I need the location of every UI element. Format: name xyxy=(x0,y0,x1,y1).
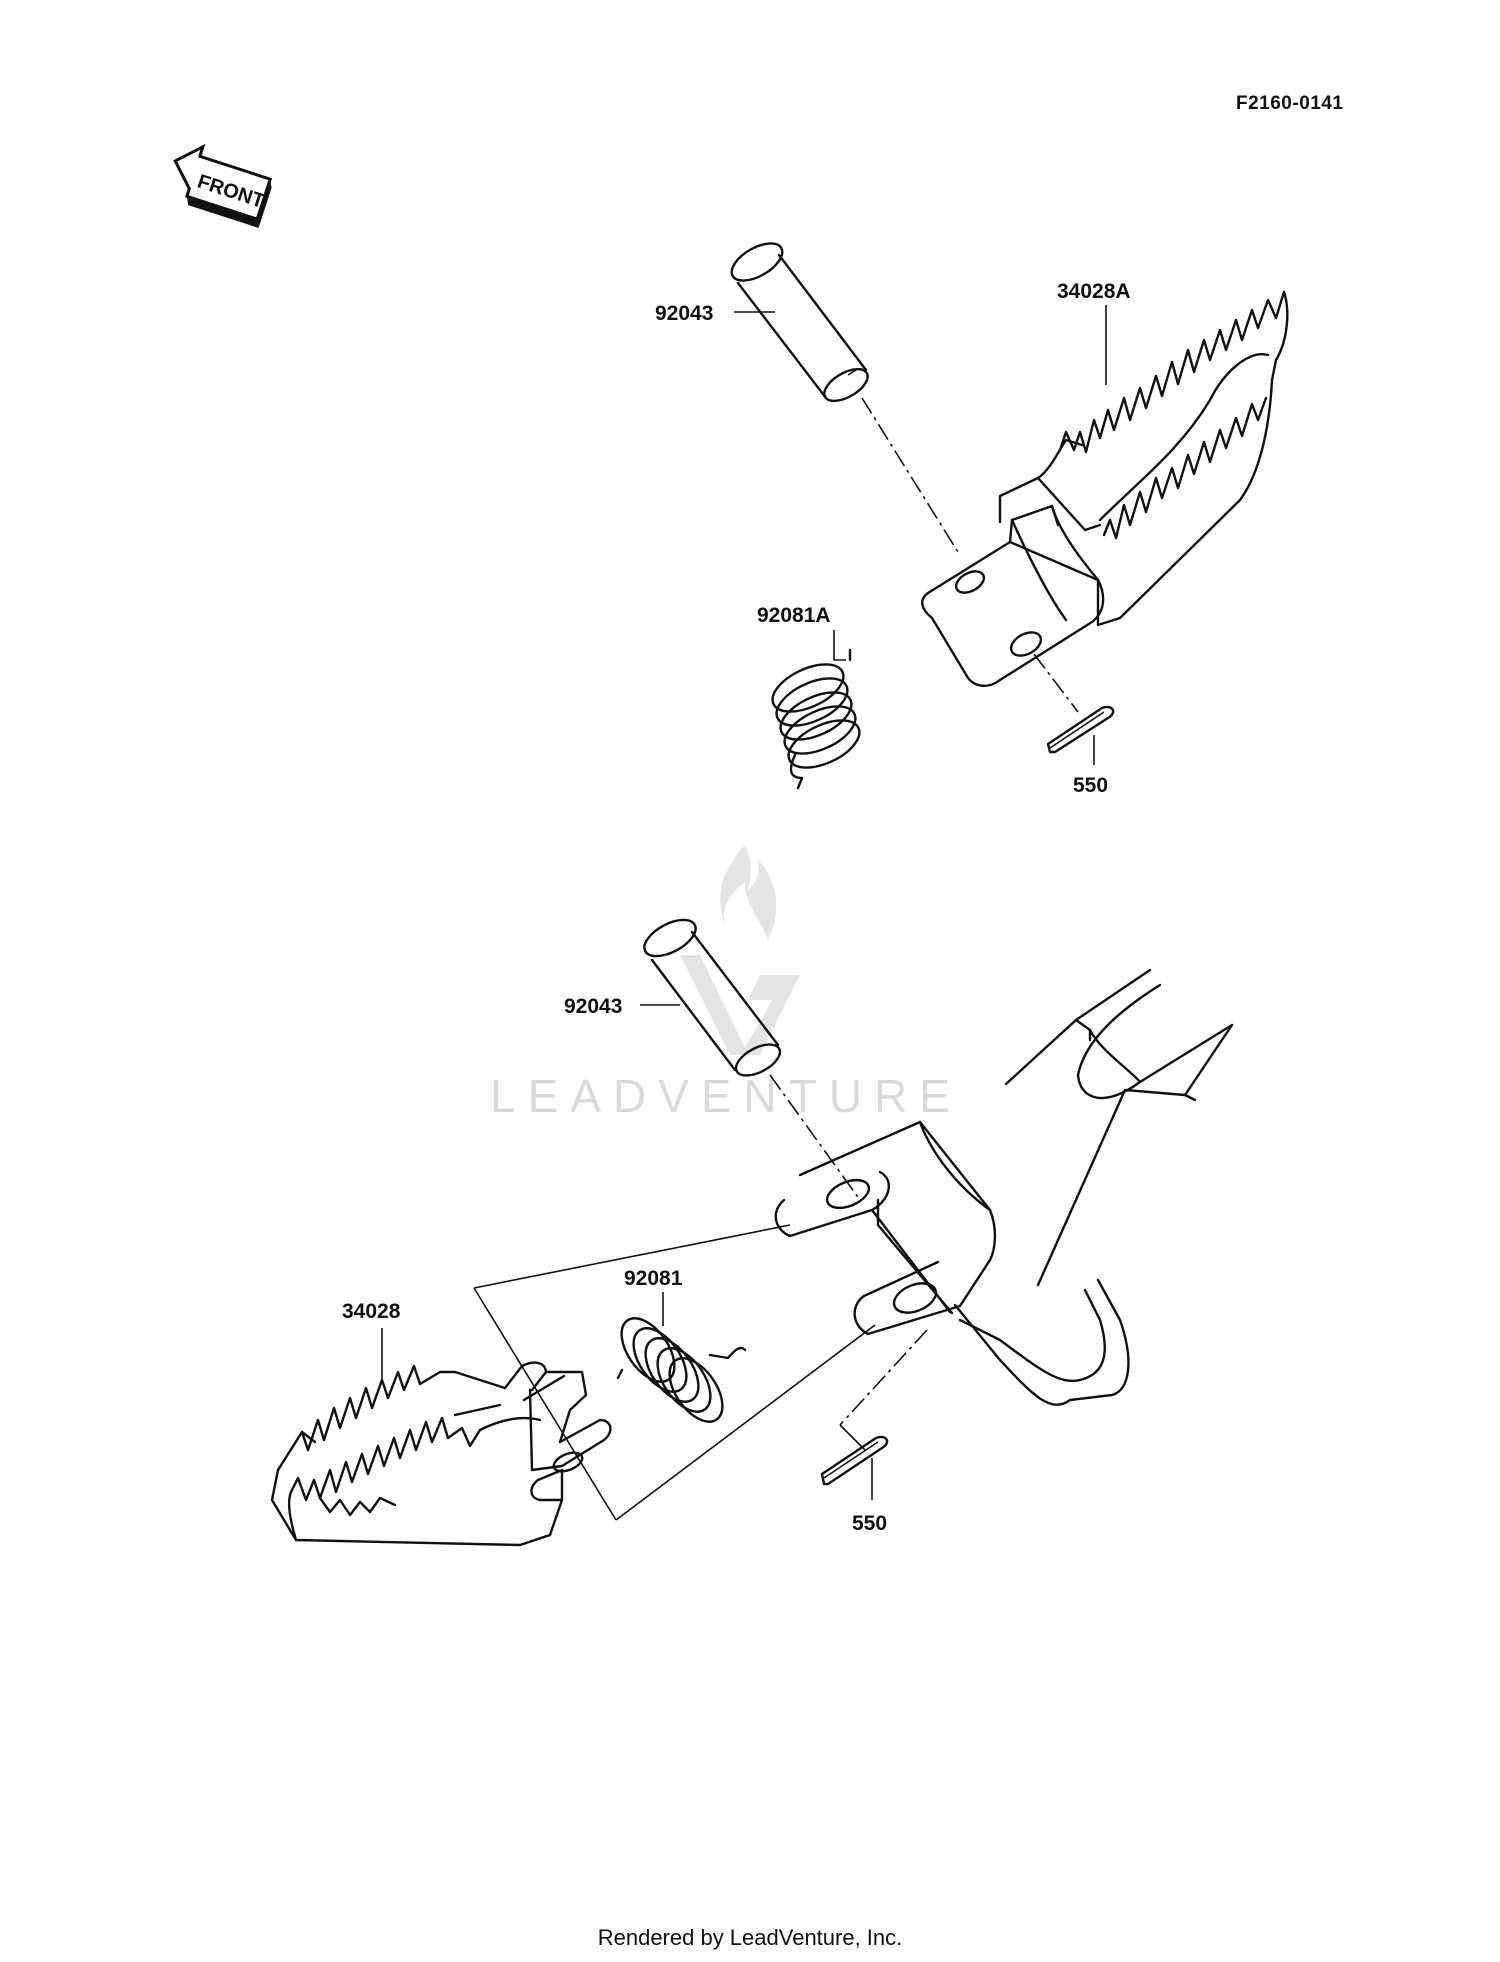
lower-assembly: 92043 34028 92081 550 xyxy=(270,918,1234,1547)
upper-spring xyxy=(771,648,861,790)
lower-pin-axis xyxy=(769,1074,861,1201)
lower-cotter-pin xyxy=(820,1435,889,1486)
upper-assembly: 92043 34028A 92081A 550 xyxy=(655,242,1289,797)
label-upper-footpeg: 34028A xyxy=(1057,280,1131,303)
leader-upper-spring xyxy=(833,630,846,661)
lower-frame-bracket xyxy=(774,968,1234,1406)
watermark-text: LEADVENTURE xyxy=(490,1070,962,1122)
label-lower-spring: 92081 xyxy=(624,1267,683,1290)
label-upper-cotter: 550 xyxy=(1073,774,1108,797)
label-lower-cotter: 550 xyxy=(852,1512,887,1535)
lower-footpeg xyxy=(270,1361,612,1547)
label-upper-spring: 92081A xyxy=(757,604,831,627)
footer-credit: Rendered by LeadVenture, Inc. xyxy=(597,1925,903,1950)
lower-cotter-axis-end xyxy=(839,1424,866,1451)
watermark: LEADVENTURE xyxy=(490,845,962,1122)
label-lower-footpeg: 34028 xyxy=(342,1300,401,1323)
front-arrow-icon: FRONT xyxy=(173,143,273,228)
upper-pin xyxy=(730,242,869,403)
lower-pin xyxy=(643,918,782,1077)
flame-v-logo xyxy=(680,845,800,1055)
upper-cotter-pin xyxy=(1046,705,1115,754)
upper-pin-axis xyxy=(861,397,959,553)
lower-cotter-axis xyxy=(839,1329,928,1426)
upper-cotter-axis xyxy=(1033,653,1079,713)
upper-footpeg xyxy=(921,290,1289,687)
label-upper-pin: 92043 xyxy=(655,302,713,325)
diagram-id: F2160-0141 xyxy=(1236,93,1343,114)
lower-spring xyxy=(616,1317,747,1423)
lower-assembly-guide-lines xyxy=(473,1224,876,1521)
label-lower-pin: 92043 xyxy=(564,995,622,1018)
